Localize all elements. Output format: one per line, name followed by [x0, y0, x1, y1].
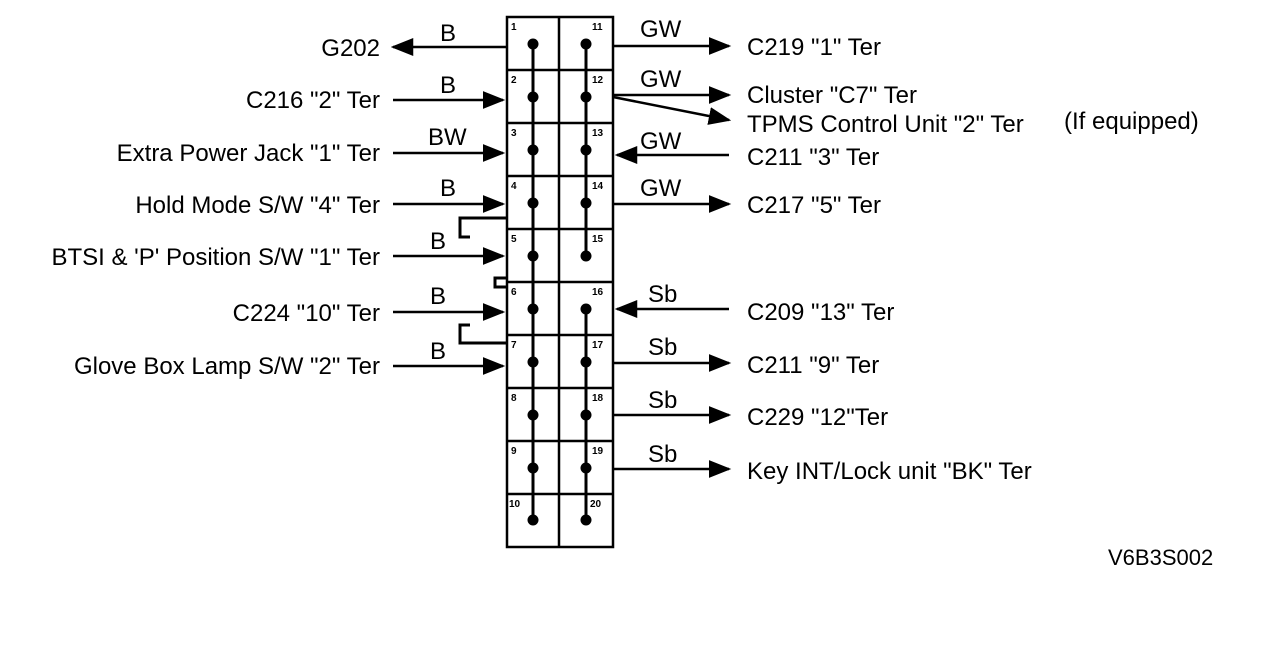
connection-label: C217 "5" Ter	[747, 192, 881, 219]
wire-color-label: B	[430, 283, 446, 310]
pin-number: 20	[590, 499, 602, 510]
left-pin-numbers: 1 2 3 4 5 6 7 8 9 10	[509, 22, 521, 510]
pin-number: 19	[592, 446, 604, 457]
pin-number: 2	[511, 75, 517, 86]
pin-number: 14	[592, 181, 604, 192]
connection-note: (If equipped)	[1064, 108, 1199, 135]
pin-number: 7	[511, 340, 517, 351]
wire-color-label: GW	[640, 66, 682, 93]
connection-label: C209 "13" Ter	[747, 299, 894, 326]
pin-number: 5	[511, 234, 517, 245]
connection-label: BTSI & 'P' Position S/W "1" Ter	[51, 244, 380, 271]
connection-label: TPMS Control Unit "2" Ter	[747, 111, 1024, 138]
left-wires	[390, 38, 507, 375]
wire-color-label: B	[440, 175, 456, 202]
connection-label: Key INT/Lock unit "BK" Ter	[747, 458, 1032, 485]
pin-number: 12	[592, 75, 604, 86]
wire-color-label: Sb	[648, 281, 677, 308]
pin-number: 8	[511, 393, 517, 404]
right-wire-colors: GW GW GW GW Sb Sb Sb Sb	[640, 16, 682, 468]
connection-label: C229 "12"Ter	[747, 404, 888, 431]
connector-key-notches	[458, 216, 507, 345]
connection-label: G202	[321, 35, 380, 62]
pin-number: 17	[592, 340, 604, 351]
connection-label: Hold Mode S/W "4" Ter	[135, 192, 380, 219]
connection-label: Extra Power Jack "1" Ter	[117, 140, 380, 167]
pin-number: 18	[592, 393, 604, 404]
pin-number: 4	[511, 181, 517, 192]
wire-color-label: GW	[640, 175, 682, 202]
wire-color-label: BW	[428, 124, 467, 151]
pin-number: 16	[592, 287, 604, 298]
connection-label: Glove Box Lamp S/W "2" Ter	[74, 353, 380, 380]
wire-color-label: B	[430, 338, 446, 365]
pin-number: 11	[592, 22, 603, 33]
pin-number: 1	[511, 22, 517, 33]
connection-label: C211 "9" Ter	[747, 352, 879, 379]
right-pin-numbers: 11 12 13 14 15 16 17 18 19 20	[590, 22, 604, 510]
wire-color-label: B	[430, 228, 446, 255]
pin-number: 9	[511, 446, 517, 457]
wire-color-label: GW	[640, 16, 682, 43]
pin-number: 13	[592, 128, 604, 139]
wire-color-label: B	[440, 72, 456, 99]
pin-number: 15	[592, 234, 604, 245]
wire-color-label: GW	[640, 128, 682, 155]
left-labels: G202 C216 "2" Ter Extra Power Jack "1" T…	[51, 35, 380, 380]
pin-number: 6	[511, 287, 517, 298]
connection-label: C219 "1" Ter	[747, 34, 881, 61]
right-labels: C219 "1" Ter Cluster "C7" Ter TPMS Contr…	[747, 34, 1199, 485]
pin-number: 3	[511, 128, 517, 139]
pin-number: 10	[509, 499, 521, 510]
wire-color-label: Sb	[648, 441, 677, 468]
connection-label: Cluster "C7" Ter	[747, 82, 917, 109]
connection-label: C216 "2" Ter	[246, 87, 380, 114]
left-wire-colors: B B BW B B B B	[428, 20, 467, 365]
pin-dots	[527, 38, 592, 526]
wire-color-label: Sb	[648, 334, 677, 361]
wire-color-label: B	[440, 20, 456, 47]
connection-label: C211 "3" Ter	[747, 144, 879, 171]
connection-label: C224 "10" Ter	[233, 300, 380, 327]
right-wires	[612, 37, 732, 478]
figure-code: V6B3S002	[1108, 545, 1213, 570]
connector-block	[505, 15, 615, 549]
wire-color-label: Sb	[648, 387, 677, 414]
